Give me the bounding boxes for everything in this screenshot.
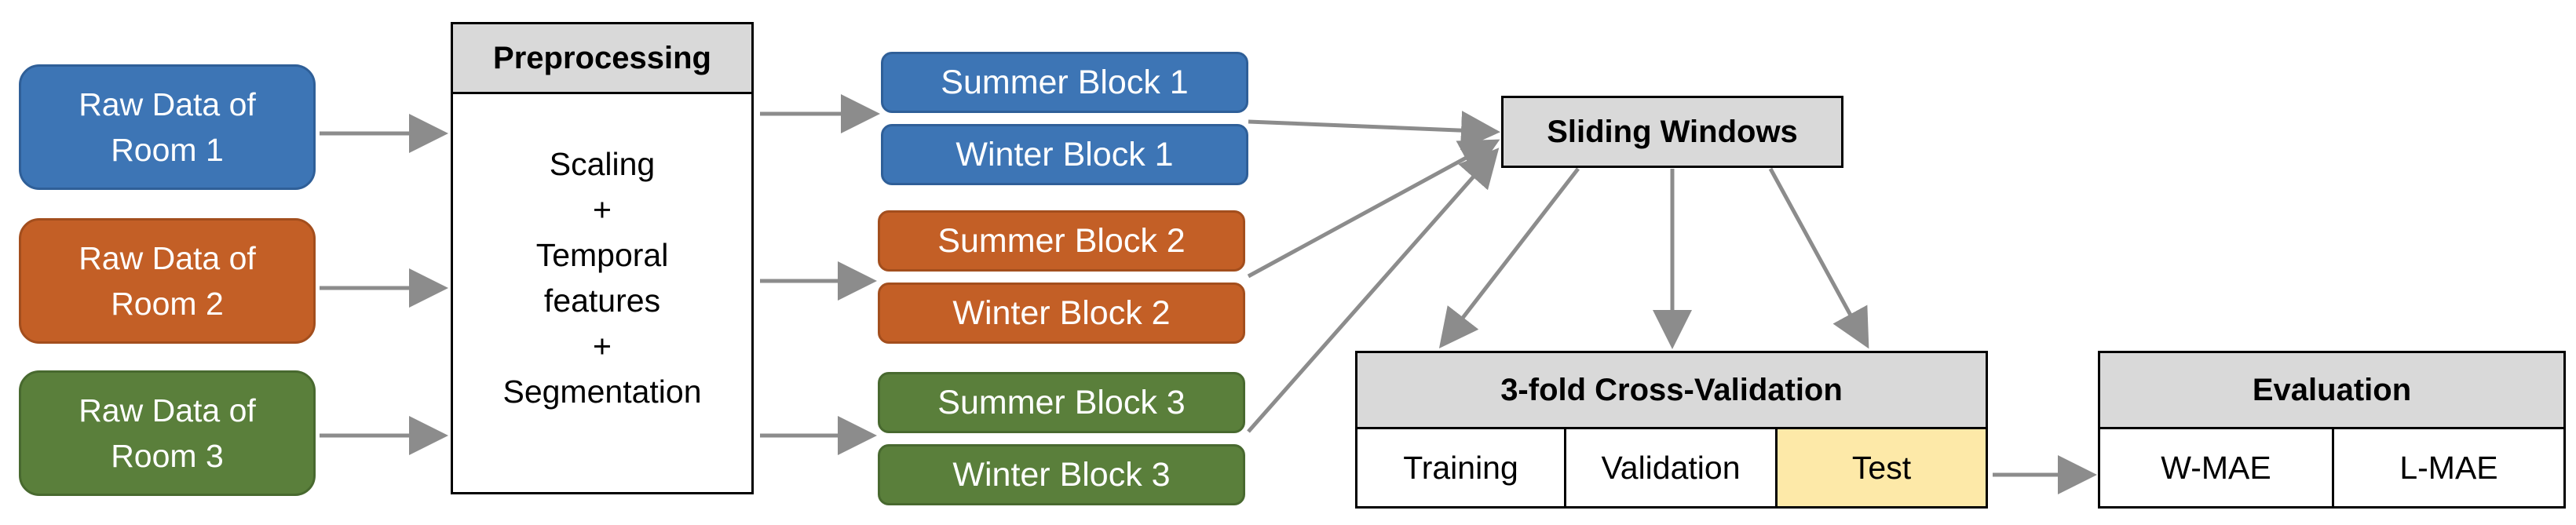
test-cell: Test xyxy=(1775,427,1988,509)
w-mae-cell: W-MAE xyxy=(2098,427,2334,509)
room-3-raw-data: Raw Data of Room 3 xyxy=(19,370,316,496)
sliding-windows-box: Sliding Windows xyxy=(1501,96,1843,168)
winter-block-3: Winter Block 3 xyxy=(878,444,1245,505)
winter-block-2: Winter Block 2 xyxy=(878,283,1245,344)
l-mae-cell: L-MAE xyxy=(2332,427,2566,509)
room-1-raw-data: Raw Data of Room 1 xyxy=(19,64,316,190)
arrow-winter1-to-sliding xyxy=(1248,111,1500,151)
winter-block-1: Winter Block 1 xyxy=(881,124,1248,185)
training-cell: Training xyxy=(1355,427,1566,509)
arrow-sliding-to-test xyxy=(1768,167,1869,349)
room-2-raw-data: Raw Data of Room 2 xyxy=(19,218,316,344)
summer-block-2: Summer Block 2 xyxy=(878,210,1245,272)
validation-cell: Validation xyxy=(1564,427,1778,509)
cross-validation-title: 3-fold Cross-Validation xyxy=(1355,351,1988,429)
preprocessing-box xyxy=(451,22,754,494)
arrow-block3-to-sliding xyxy=(1247,148,1500,433)
evaluation-title: Evaluation xyxy=(2098,351,2566,429)
summer-block-1: Summer Block 1 xyxy=(881,52,1248,113)
arrow-sliding-to-training xyxy=(1438,167,1580,348)
preprocessing-title: Preprocessing xyxy=(451,22,754,94)
summer-block-3: Summer Block 3 xyxy=(878,372,1245,433)
arrow-block2-to-sliding xyxy=(1247,139,1500,279)
preprocessing-steps: Scaling + Temporal features + Segmentati… xyxy=(502,146,702,410)
